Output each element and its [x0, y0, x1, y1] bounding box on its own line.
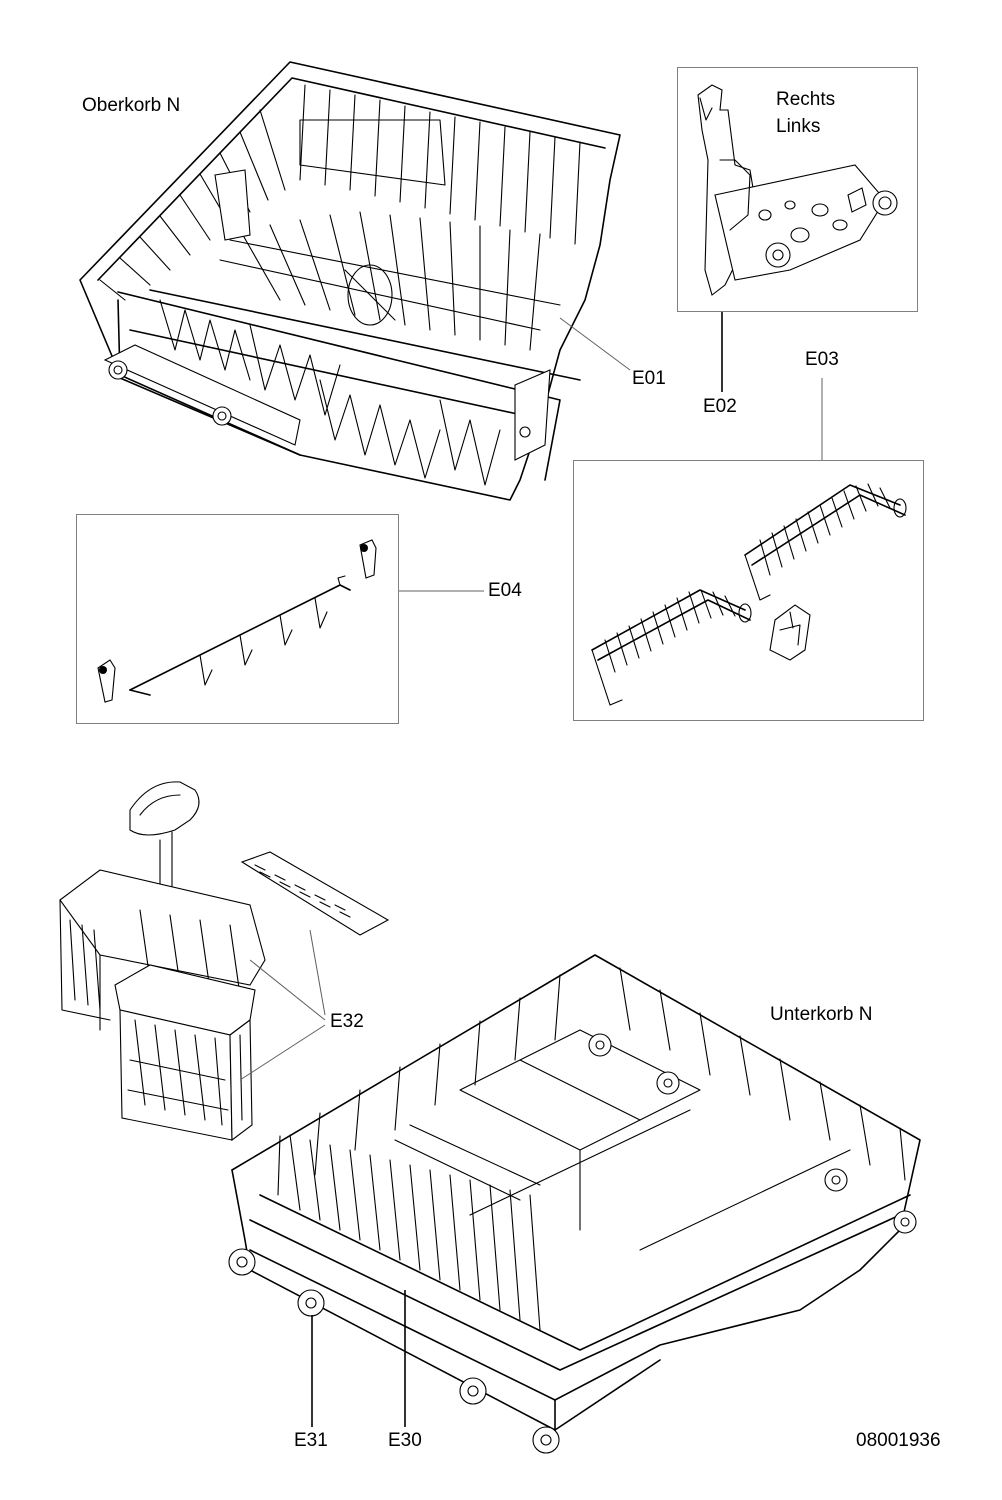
label-unterkorb: Unterkorb N	[770, 1004, 873, 1025]
label-e04: E04	[488, 580, 522, 601]
upper-basket-side-tines	[99, 109, 286, 301]
leader-e01	[559, 317, 631, 371]
frame-e03-tine-racks	[573, 460, 924, 721]
fold-down-tine-racks-drawing	[591, 483, 907, 706]
leader-e32-a	[249, 959, 326, 1021]
label-e01: E01	[632, 368, 666, 389]
lower-basket-wheels	[228, 1033, 917, 1454]
label-e02: E02	[703, 396, 737, 417]
leader-e32-c	[239, 1024, 326, 1081]
upper-basket-back-tines	[299, 84, 581, 245]
label-e30: E30	[388, 1430, 422, 1451]
cutlery-basket-drawing	[59, 781, 390, 1142]
label-e03: E03	[805, 349, 839, 370]
label-e31: E31	[294, 1430, 328, 1451]
label-rechts: Rechts	[776, 89, 836, 110]
drawing-number: 08001936	[856, 1430, 941, 1451]
label-links: Links	[776, 116, 821, 137]
lower-basket-back-wires	[277, 967, 906, 1196]
label-oberkorb: Oberkorb N	[82, 95, 181, 116]
lower-basket-front-tines	[289, 1124, 541, 1331]
label-e32: E32	[330, 1011, 364, 1032]
cup-shelf-drawing	[97, 539, 377, 703]
leader-e32-b	[309, 929, 326, 1016]
upper-basket-front-tines	[159, 299, 501, 486]
rack-adjuster-bracket-drawing	[697, 84, 898, 296]
upper-basket-inner-rows	[219, 211, 561, 351]
lower-basket-drawing	[228, 954, 921, 1454]
frame-e02-bracket	[677, 67, 918, 312]
upper-basket-drawing	[79, 61, 621, 501]
frame-e04-cup-shelf	[76, 514, 399, 724]
